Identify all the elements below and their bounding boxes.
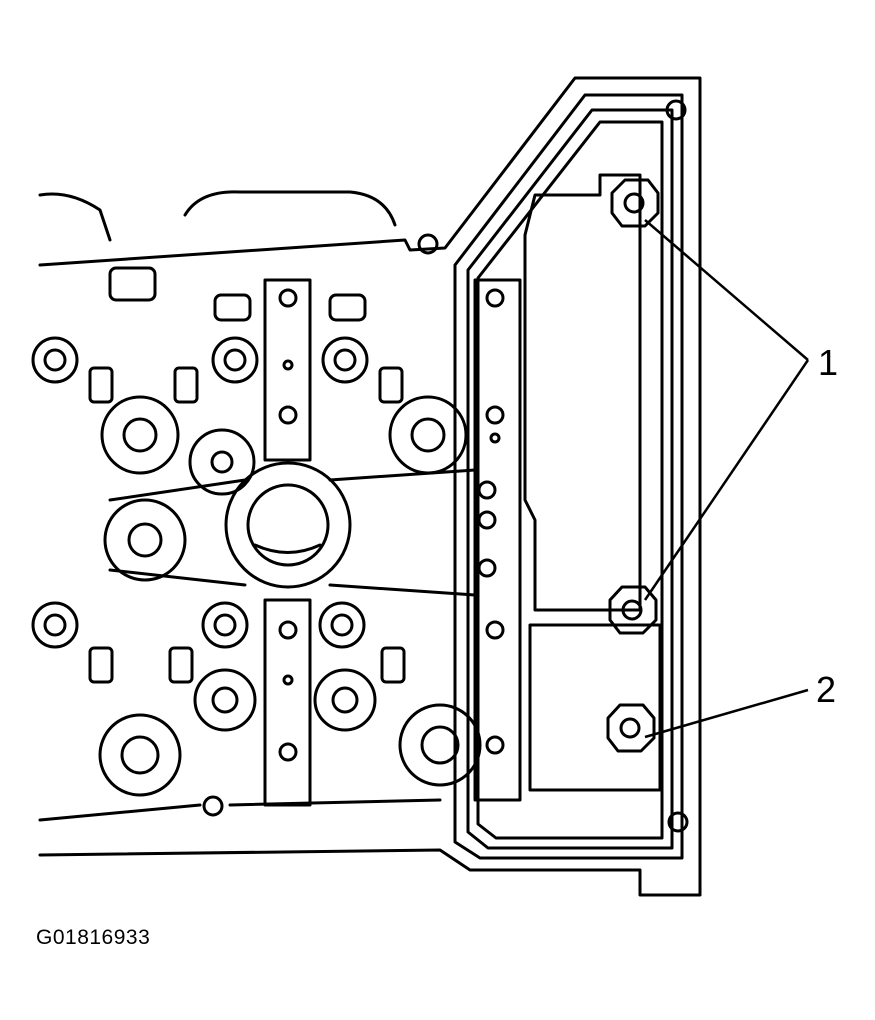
cam-journal-6	[193, 668, 257, 732]
leader-2	[644, 688, 809, 739]
housing-hole-bottom-mid	[202, 795, 224, 817]
inner-chamber-lower	[528, 623, 662, 792]
figure-id: G01816933	[36, 926, 151, 949]
housing-hole-left	[417, 233, 439, 255]
central-hub-bore	[246, 483, 330, 567]
hub-horizontal-arm	[108, 468, 477, 597]
cam-journal-5	[398, 703, 482, 787]
inner-chamber	[523, 173, 642, 612]
cam-journal-3	[188, 428, 256, 496]
gasket-line-rib	[476, 120, 664, 840]
bolt-lower	[606, 703, 656, 753]
cam-journal-1	[100, 395, 180, 475]
bolt-upper	[610, 178, 660, 228]
housing-outline	[38, 76, 702, 897]
housing-hole-bottom-right	[667, 811, 689, 833]
gasket-line-outer	[453, 93, 684, 860]
gasket-line-inner	[466, 108, 674, 850]
top-lobe-left	[38, 192, 112, 242]
cam-journal-4	[98, 713, 182, 797]
callout-1-label: 1	[818, 342, 838, 383]
leader-1b	[643, 359, 810, 601]
leader-1a	[644, 219, 809, 361]
top-lobe-mid	[183, 190, 397, 227]
callout-2-label: 2	[816, 669, 836, 710]
bearing-bridge-left-lower	[263, 598, 312, 807]
bearing-bridge-left	[263, 278, 312, 462]
cam-journal-2	[388, 395, 468, 475]
bearing-bridge-right	[473, 278, 522, 802]
cam-journal-7	[313, 668, 377, 732]
housing-hole-top	[665, 99, 687, 121]
bolt-middle	[608, 585, 658, 635]
central-hub	[224, 461, 352, 589]
left-hub	[103, 498, 187, 582]
